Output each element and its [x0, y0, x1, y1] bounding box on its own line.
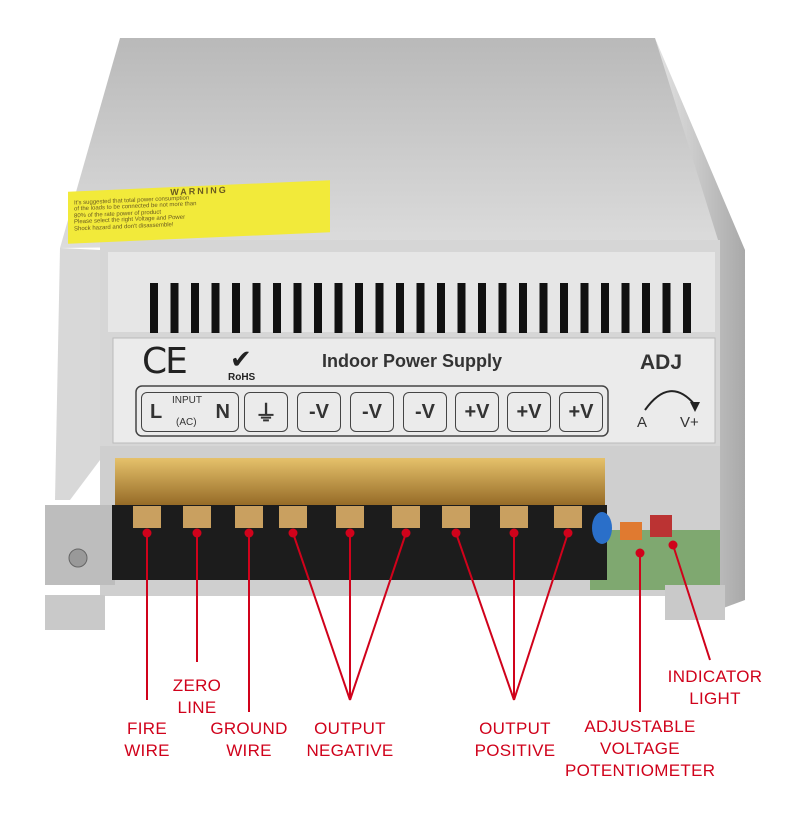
vent-slot [601, 283, 609, 333]
vent-slot [457, 283, 466, 333]
annotation-dot [668, 540, 678, 550]
terminal-neg-1: -V [297, 392, 341, 432]
terminal-neg-label: -V [415, 400, 435, 423]
terminal-input-ac: L INPUT (AC) N [141, 392, 239, 432]
case-right-side [655, 38, 745, 610]
terminal-screw [279, 506, 307, 528]
vent-slot [232, 283, 240, 333]
annotation-dot [345, 528, 355, 538]
plate-title: Indoor Power Supply [322, 351, 503, 371]
terminal-pos-3: +V [559, 392, 603, 432]
adj-v-label: V+ [680, 414, 699, 431]
mounting-flange-left [45, 505, 115, 585]
vent-slot [355, 283, 363, 333]
ce-mark: CE [142, 341, 188, 382]
terminal-pos-2: +V [507, 392, 551, 432]
vent-slot [519, 283, 527, 333]
rohs-check-icon: ✔ [230, 344, 252, 374]
vent-slot [498, 283, 507, 333]
spec-plate [112, 337, 716, 444]
terminal-n: N [215, 400, 230, 423]
vent-slot [560, 283, 568, 333]
vent-slots [150, 283, 691, 333]
screw-icon [68, 548, 88, 568]
vent-slot [150, 283, 158, 333]
vent-slot [191, 283, 199, 333]
terminal-screw [392, 506, 420, 528]
case-left-side [55, 248, 100, 500]
vent-slot [273, 283, 281, 333]
terminal-screw [442, 506, 470, 528]
terminal-ground: ⏚ [244, 392, 288, 432]
potentiometer [620, 522, 642, 540]
annotation-dot [401, 528, 411, 538]
vent-slot [683, 283, 691, 333]
adj-label: ADJ [640, 351, 683, 374]
vent-slot [293, 283, 302, 333]
annotation-dot [635, 548, 645, 558]
terminal-pos-label: +V [568, 400, 594, 423]
vent-slot [642, 283, 650, 333]
vent-slot [334, 283, 343, 333]
vent-slot [662, 283, 671, 333]
terminal-neg-3: -V [403, 392, 447, 432]
annotation-dot [563, 528, 573, 538]
vent-slot [621, 283, 630, 333]
capacitor [650, 515, 672, 537]
vent-slot [416, 283, 425, 333]
terminal-screw [235, 506, 263, 528]
annotation-dot [288, 528, 298, 538]
annotation-dot [451, 528, 461, 538]
terminal-neg-label: -V [362, 400, 382, 423]
ac-label: (AC) [176, 417, 197, 428]
vent-slot [478, 283, 486, 333]
annotation-dot [244, 528, 254, 538]
terminal-pos-label: +V [464, 400, 490, 423]
vent-slot [252, 283, 261, 333]
rohs-mark: RoHS [228, 372, 256, 383]
adj-a-label: A [637, 414, 648, 431]
vent-slot [314, 283, 322, 333]
terminal-l: L [150, 400, 163, 423]
terminal-screw [133, 506, 161, 528]
vent-slot [539, 283, 548, 333]
terminal-screw [500, 506, 528, 528]
terminal-screw [183, 506, 211, 528]
pcb-board [590, 530, 720, 590]
vent-slot [211, 283, 220, 333]
vent-slot [170, 283, 179, 333]
terminal-screw [336, 506, 364, 528]
terminal-pos-1: +V [455, 392, 499, 432]
vent-slot [437, 283, 445, 333]
annotation-lines [146, 532, 711, 712]
annotation-dot [192, 528, 202, 538]
ground-icon: ⏚ [254, 401, 277, 426]
adj-arrow-icon [644, 390, 696, 411]
terminal-neg-2: -V [350, 392, 394, 432]
terminal-pos-label: +V [516, 400, 542, 423]
vent-slot [580, 283, 589, 333]
vent-slot [396, 283, 404, 333]
input-label: INPUT [172, 395, 202, 406]
terminal-neg-label: -V [309, 400, 329, 423]
terminal-screw [554, 506, 582, 528]
vent-slot [375, 283, 384, 333]
terminal-cover [115, 458, 605, 508]
annotation-dot [509, 528, 519, 538]
annotation-dot [142, 528, 152, 538]
